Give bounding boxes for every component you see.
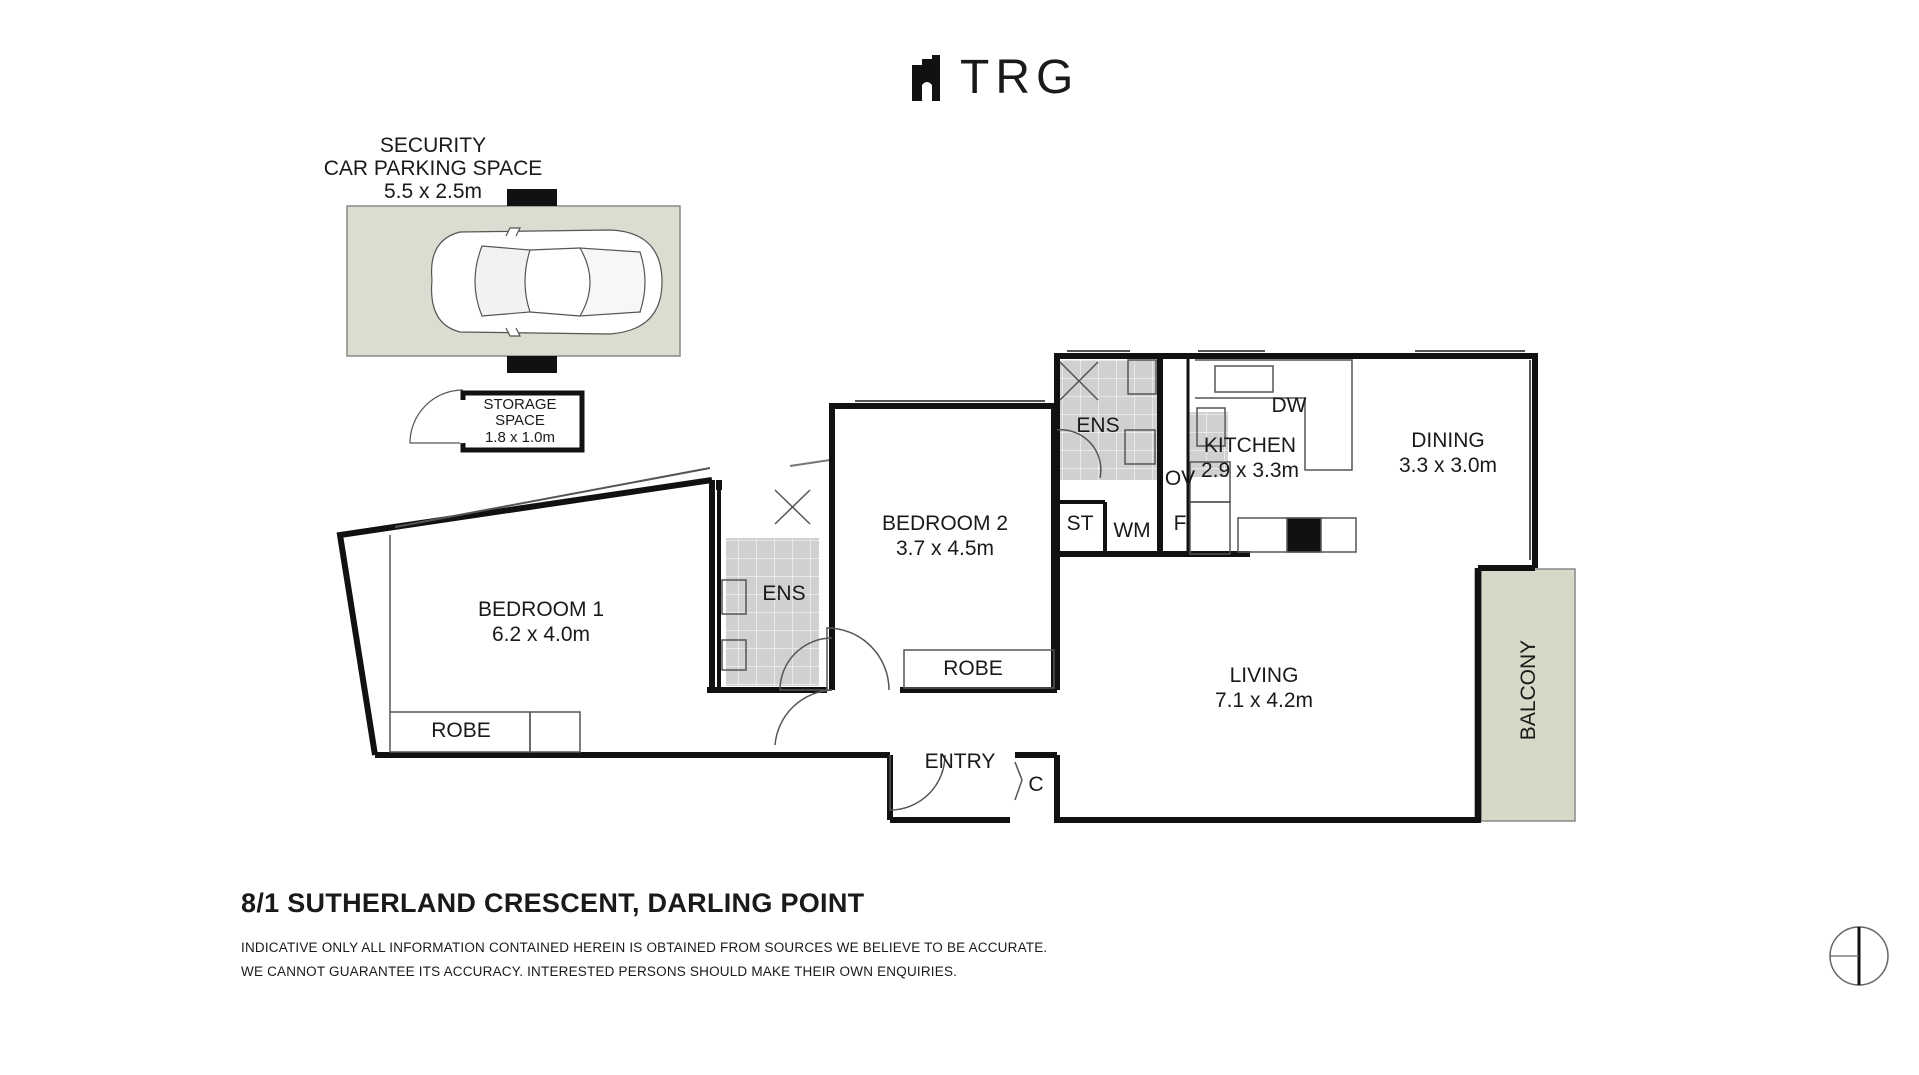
dining-label: DINING: [1411, 429, 1485, 452]
bedroom2-robe: ROBE: [943, 657, 1003, 680]
parking-title-2: CAR PARKING SPACE: [324, 157, 543, 180]
disclaimer-line-1: INDICATIVE ONLY ALL INFORMATION CONTAINE…: [241, 940, 1048, 955]
trg-logo-icon: [912, 55, 940, 101]
bedroom2-size: 3.7 x 4.5m: [896, 537, 994, 560]
fixtures: [389, 350, 1531, 811]
storage-title-2: SPACE: [495, 412, 545, 429]
property-address: 8/1 SUTHERLAND CRESCENT, DARLING POINT: [241, 888, 865, 918]
balcony-label: BALCONY: [1517, 640, 1540, 740]
storage-size: 1.8 x 1.0m: [485, 429, 555, 446]
ens1-tiles: [726, 538, 819, 686]
balcony: BALCONY: [1474, 568, 1576, 822]
walls: [336, 353, 1538, 823]
living-label: LIVING: [1230, 664, 1299, 687]
ens1-label: ENS: [762, 582, 805, 605]
c-label: C: [1028, 773, 1043, 796]
st-label: ST: [1067, 512, 1094, 535]
disclaimer-line-2: WE CANNOT GUARANTEE ITS ACCURACY. INTERE…: [241, 964, 958, 979]
f-label: F: [1174, 512, 1187, 535]
bedroom1-label: BEDROOM 1: [478, 598, 604, 621]
parking-size: 5.5 x 2.5m: [384, 180, 482, 203]
ens2-tiles: [1057, 360, 1160, 480]
laundry-tiles: [1188, 412, 1228, 477]
ens2-label: ENS: [1076, 414, 1119, 437]
ov-label: OV: [1165, 467, 1195, 490]
bedroom2-label: BEDROOM 2: [882, 512, 1008, 535]
bedroom1-size: 6.2 x 4.0m: [492, 623, 590, 646]
storage-space: STORAGE SPACE 1.8 x 1.0m: [409, 389, 585, 453]
dining-size: 3.3 x 3.0m: [1399, 454, 1497, 477]
wm-label: WM: [1113, 519, 1150, 542]
north-compass-icon: [1829, 926, 1889, 986]
car-parking-space: SECURITY CAR PARKING SPACE 5.5 x 2.5m: [324, 134, 681, 373]
storage-title-1: STORAGE: [483, 396, 556, 413]
car-icon: [430, 227, 663, 337]
room-labels: BEDROOM 1 6.2 x 4.0m ROBE ENS BEDROOM 2 …: [431, 394, 1497, 796]
brand-name: TRG: [960, 51, 1080, 104]
kitchen-size: 2.9 x 3.3m: [1201, 459, 1299, 482]
living-size: 7.1 x 4.2m: [1215, 689, 1313, 712]
dw-label: DW: [1272, 394, 1307, 417]
brand-header: TRG: [910, 52, 1079, 104]
parking-title-1: SECURITY: [380, 134, 486, 157]
bedroom1-robe: ROBE: [431, 719, 491, 742]
kitchen-label: KITCHEN: [1204, 434, 1296, 457]
entry-label: ENTRY: [925, 750, 996, 773]
